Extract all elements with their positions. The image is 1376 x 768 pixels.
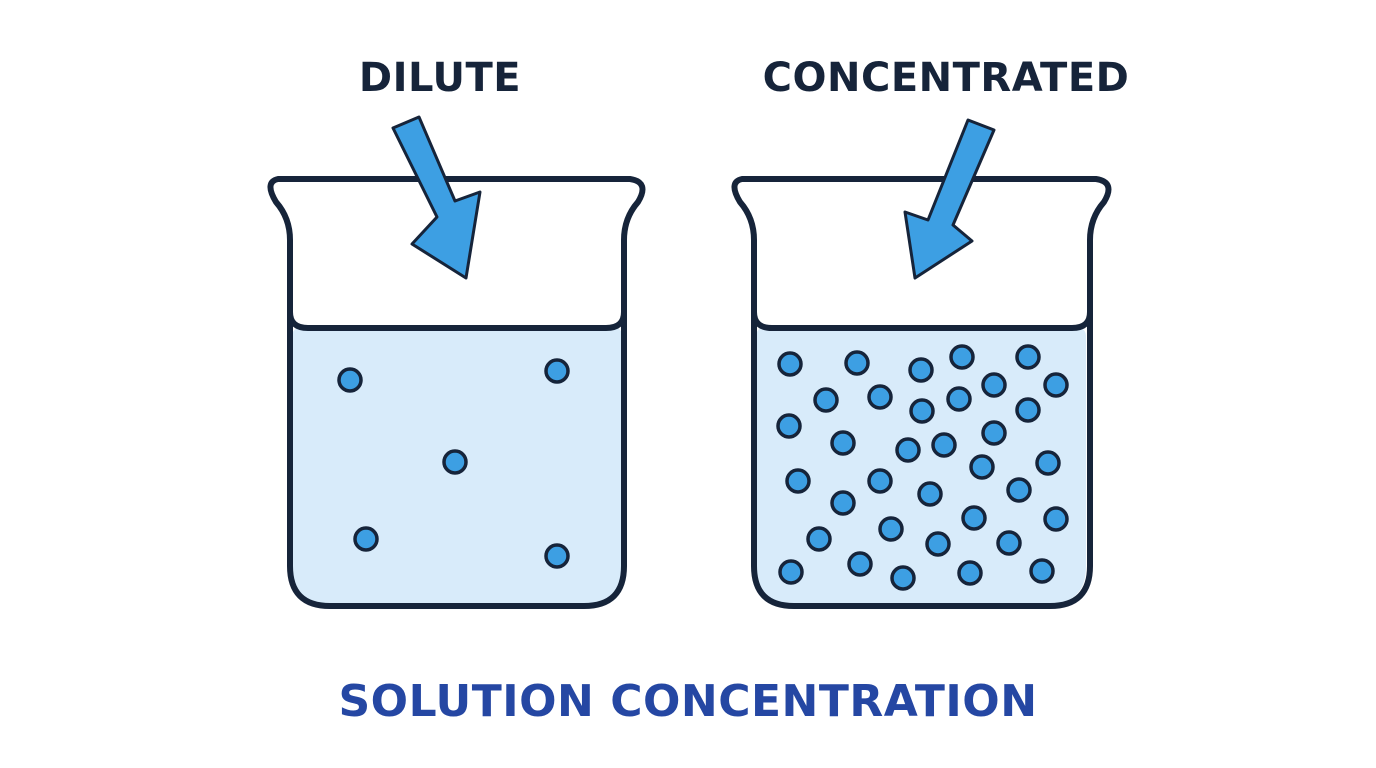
particle-concentrated [1043,372,1069,398]
particle-concentrated [1015,397,1041,423]
particle-concentrated [1029,558,1055,584]
particle-concentrated [776,413,802,439]
particle-concentrated [925,531,951,557]
particle-concentrated [981,420,1007,446]
particle-concentrated [806,526,832,552]
meniscus-concentrated [751,309,1093,331]
particle-concentrated [946,386,972,412]
particle-concentrated [830,430,856,456]
particle-concentrated [867,384,893,410]
particle-concentrated [813,387,839,413]
particle-concentrated [830,490,856,516]
particle-concentrated [895,437,921,463]
particle-concentrated [917,481,943,507]
particle-concentrated [931,432,957,458]
particle-concentrated [996,530,1022,556]
particle-concentrated [957,560,983,586]
particle-concentrated [1015,344,1041,370]
particle-concentrated [969,454,995,480]
diagram-caption: SOLUTION CONCENTRATION [338,676,1038,727]
beaker-outline-concentrated [731,176,1112,609]
particle-concentrated [890,565,916,591]
label-dilute: DILUTE [358,55,522,101]
particle-concentrated [778,559,804,585]
particle-dilute [337,367,363,393]
particle-concentrated [777,351,803,377]
particle-dilute [442,449,468,475]
particles-dilute [337,358,570,569]
arrow-concentrated-icon [903,118,996,280]
arrow-dilute-icon [391,115,482,280]
particle-concentrated [1006,477,1032,503]
particle-concentrated [847,551,873,577]
particle-concentrated [878,516,904,542]
meniscus-dilute [287,309,627,331]
particle-dilute [353,526,379,552]
particle-concentrated [1035,450,1061,476]
beaker-outline-dilute [267,176,646,609]
particle-concentrated [961,505,987,531]
particle-dilute [544,358,570,384]
particle-dilute [544,543,570,569]
particle-concentrated [785,468,811,494]
particle-concentrated [867,468,893,494]
label-concentrated: CONCENTRATED [762,55,1130,101]
particle-concentrated [949,344,975,370]
particle-concentrated [1043,506,1069,532]
particle-concentrated [844,350,870,376]
particle-concentrated [909,398,935,424]
particle-concentrated [981,372,1007,398]
particle-concentrated [908,357,934,383]
particles-concentrated [776,344,1069,591]
